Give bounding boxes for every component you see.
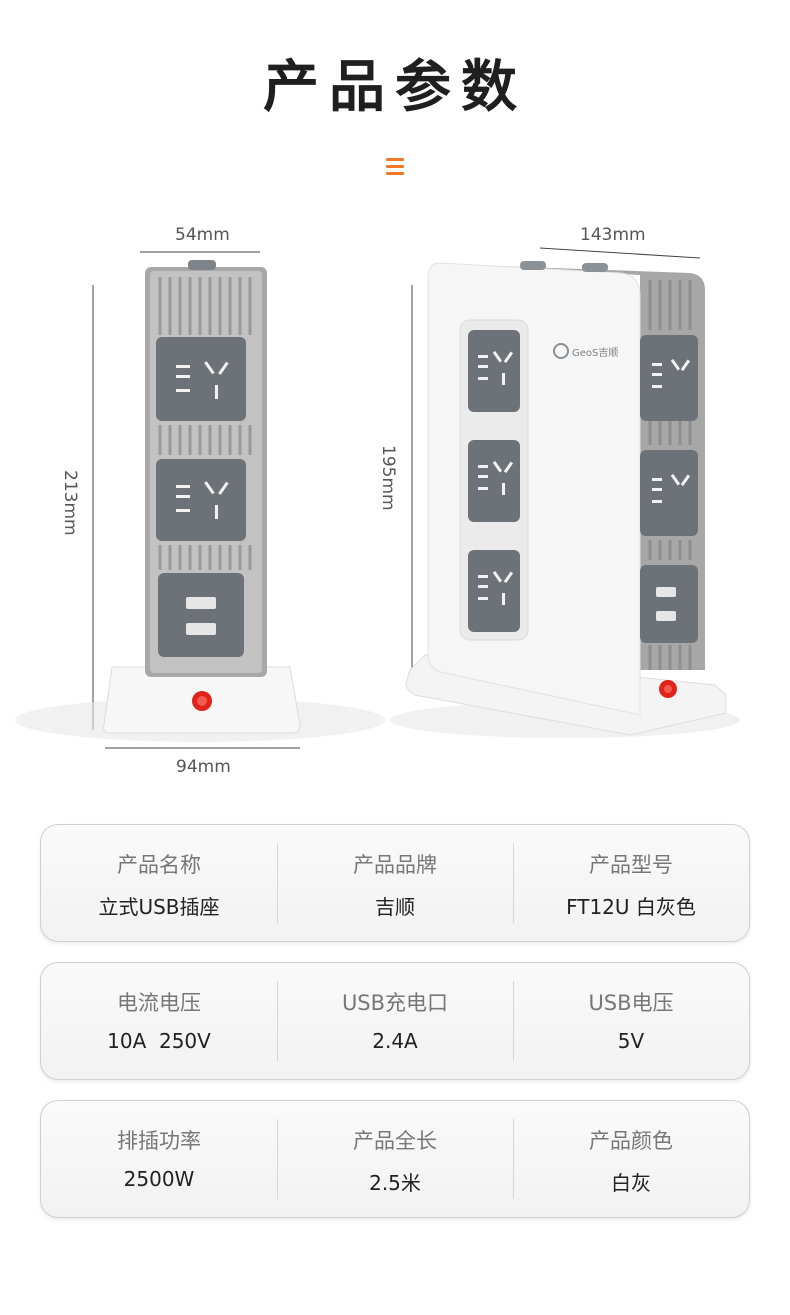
spec-cell: USB电压 5V bbox=[513, 963, 749, 1079]
spec-divider bbox=[277, 843, 278, 923]
spec-label: 产品品牌 bbox=[353, 853, 437, 877]
spec-divider bbox=[277, 1119, 278, 1199]
spec-card-2: 电流电压 10A 250V USB充电口 2.4A USB电压 5V bbox=[40, 962, 750, 1080]
spec-label: 产品全长 bbox=[353, 1129, 437, 1153]
spec-divider bbox=[513, 843, 514, 923]
spec-label: 产品名称 bbox=[117, 853, 201, 877]
spec-value: 5V bbox=[617, 1029, 645, 1053]
spec-label: 排插功率 bbox=[117, 1129, 201, 1153]
spec-value: 2.5米 bbox=[369, 1171, 421, 1195]
spec-cell: 排插功率 2500W bbox=[41, 1101, 277, 1217]
spec-value: 2500W bbox=[123, 1167, 195, 1191]
spec-cell: 产品品牌 吉顺 bbox=[277, 825, 513, 941]
spec-value: 吉顺 bbox=[375, 895, 415, 919]
spec-cell: 产品型号 FT12U 白灰色 bbox=[513, 825, 749, 941]
spec-label: USB电压 bbox=[588, 991, 674, 1015]
spec-value: 白灰 bbox=[611, 1171, 651, 1195]
spec-cell: 产品颜色 白灰 bbox=[513, 1101, 749, 1217]
spec-cell: 产品名称 立式USB插座 bbox=[41, 825, 277, 941]
side-width-label: 54mm bbox=[175, 225, 230, 245]
spec-value: 10A 250V bbox=[107, 1029, 211, 1053]
menu-icon bbox=[386, 158, 404, 176]
product-illustration: 54mm 143mm 94mm 213mm 195mm bbox=[0, 215, 790, 795]
spec-label: 产品颜色 bbox=[589, 1129, 673, 1153]
spec-divider bbox=[277, 981, 278, 1061]
spec-label: 电流电压 bbox=[117, 991, 201, 1015]
spec-card-3: 排插功率 2500W 产品全长 2.5米 产品颜色 白灰 bbox=[40, 1100, 750, 1218]
front-width-label: 143mm bbox=[580, 225, 646, 245]
base-width-label: 94mm bbox=[176, 757, 231, 777]
brand-logo: GeoS吉顺 bbox=[572, 347, 618, 359]
spec-value: 2.4A bbox=[372, 1029, 418, 1053]
spec-divider bbox=[513, 981, 514, 1061]
spec-cell: 电流电压 10A 250V bbox=[41, 963, 277, 1079]
spec-label: 产品型号 bbox=[589, 853, 673, 877]
spec-cell: 产品全长 2.5米 bbox=[277, 1101, 513, 1217]
power-strip-drawing: GeoS吉顺 bbox=[15, 247, 740, 749]
spec-divider bbox=[513, 1119, 514, 1199]
spec-value: FT12U 白灰色 bbox=[566, 895, 696, 919]
spec-card-1: 产品名称 立式USB插座 产品品牌 吉顺 产品型号 FT12U 白灰色 bbox=[40, 824, 750, 942]
spec-value: 立式USB插座 bbox=[98, 895, 220, 919]
spec-cell: USB充电口 2.4A bbox=[277, 963, 513, 1079]
spec-label: USB充电口 bbox=[341, 991, 449, 1015]
page-title: 产品参数 bbox=[263, 55, 527, 120]
